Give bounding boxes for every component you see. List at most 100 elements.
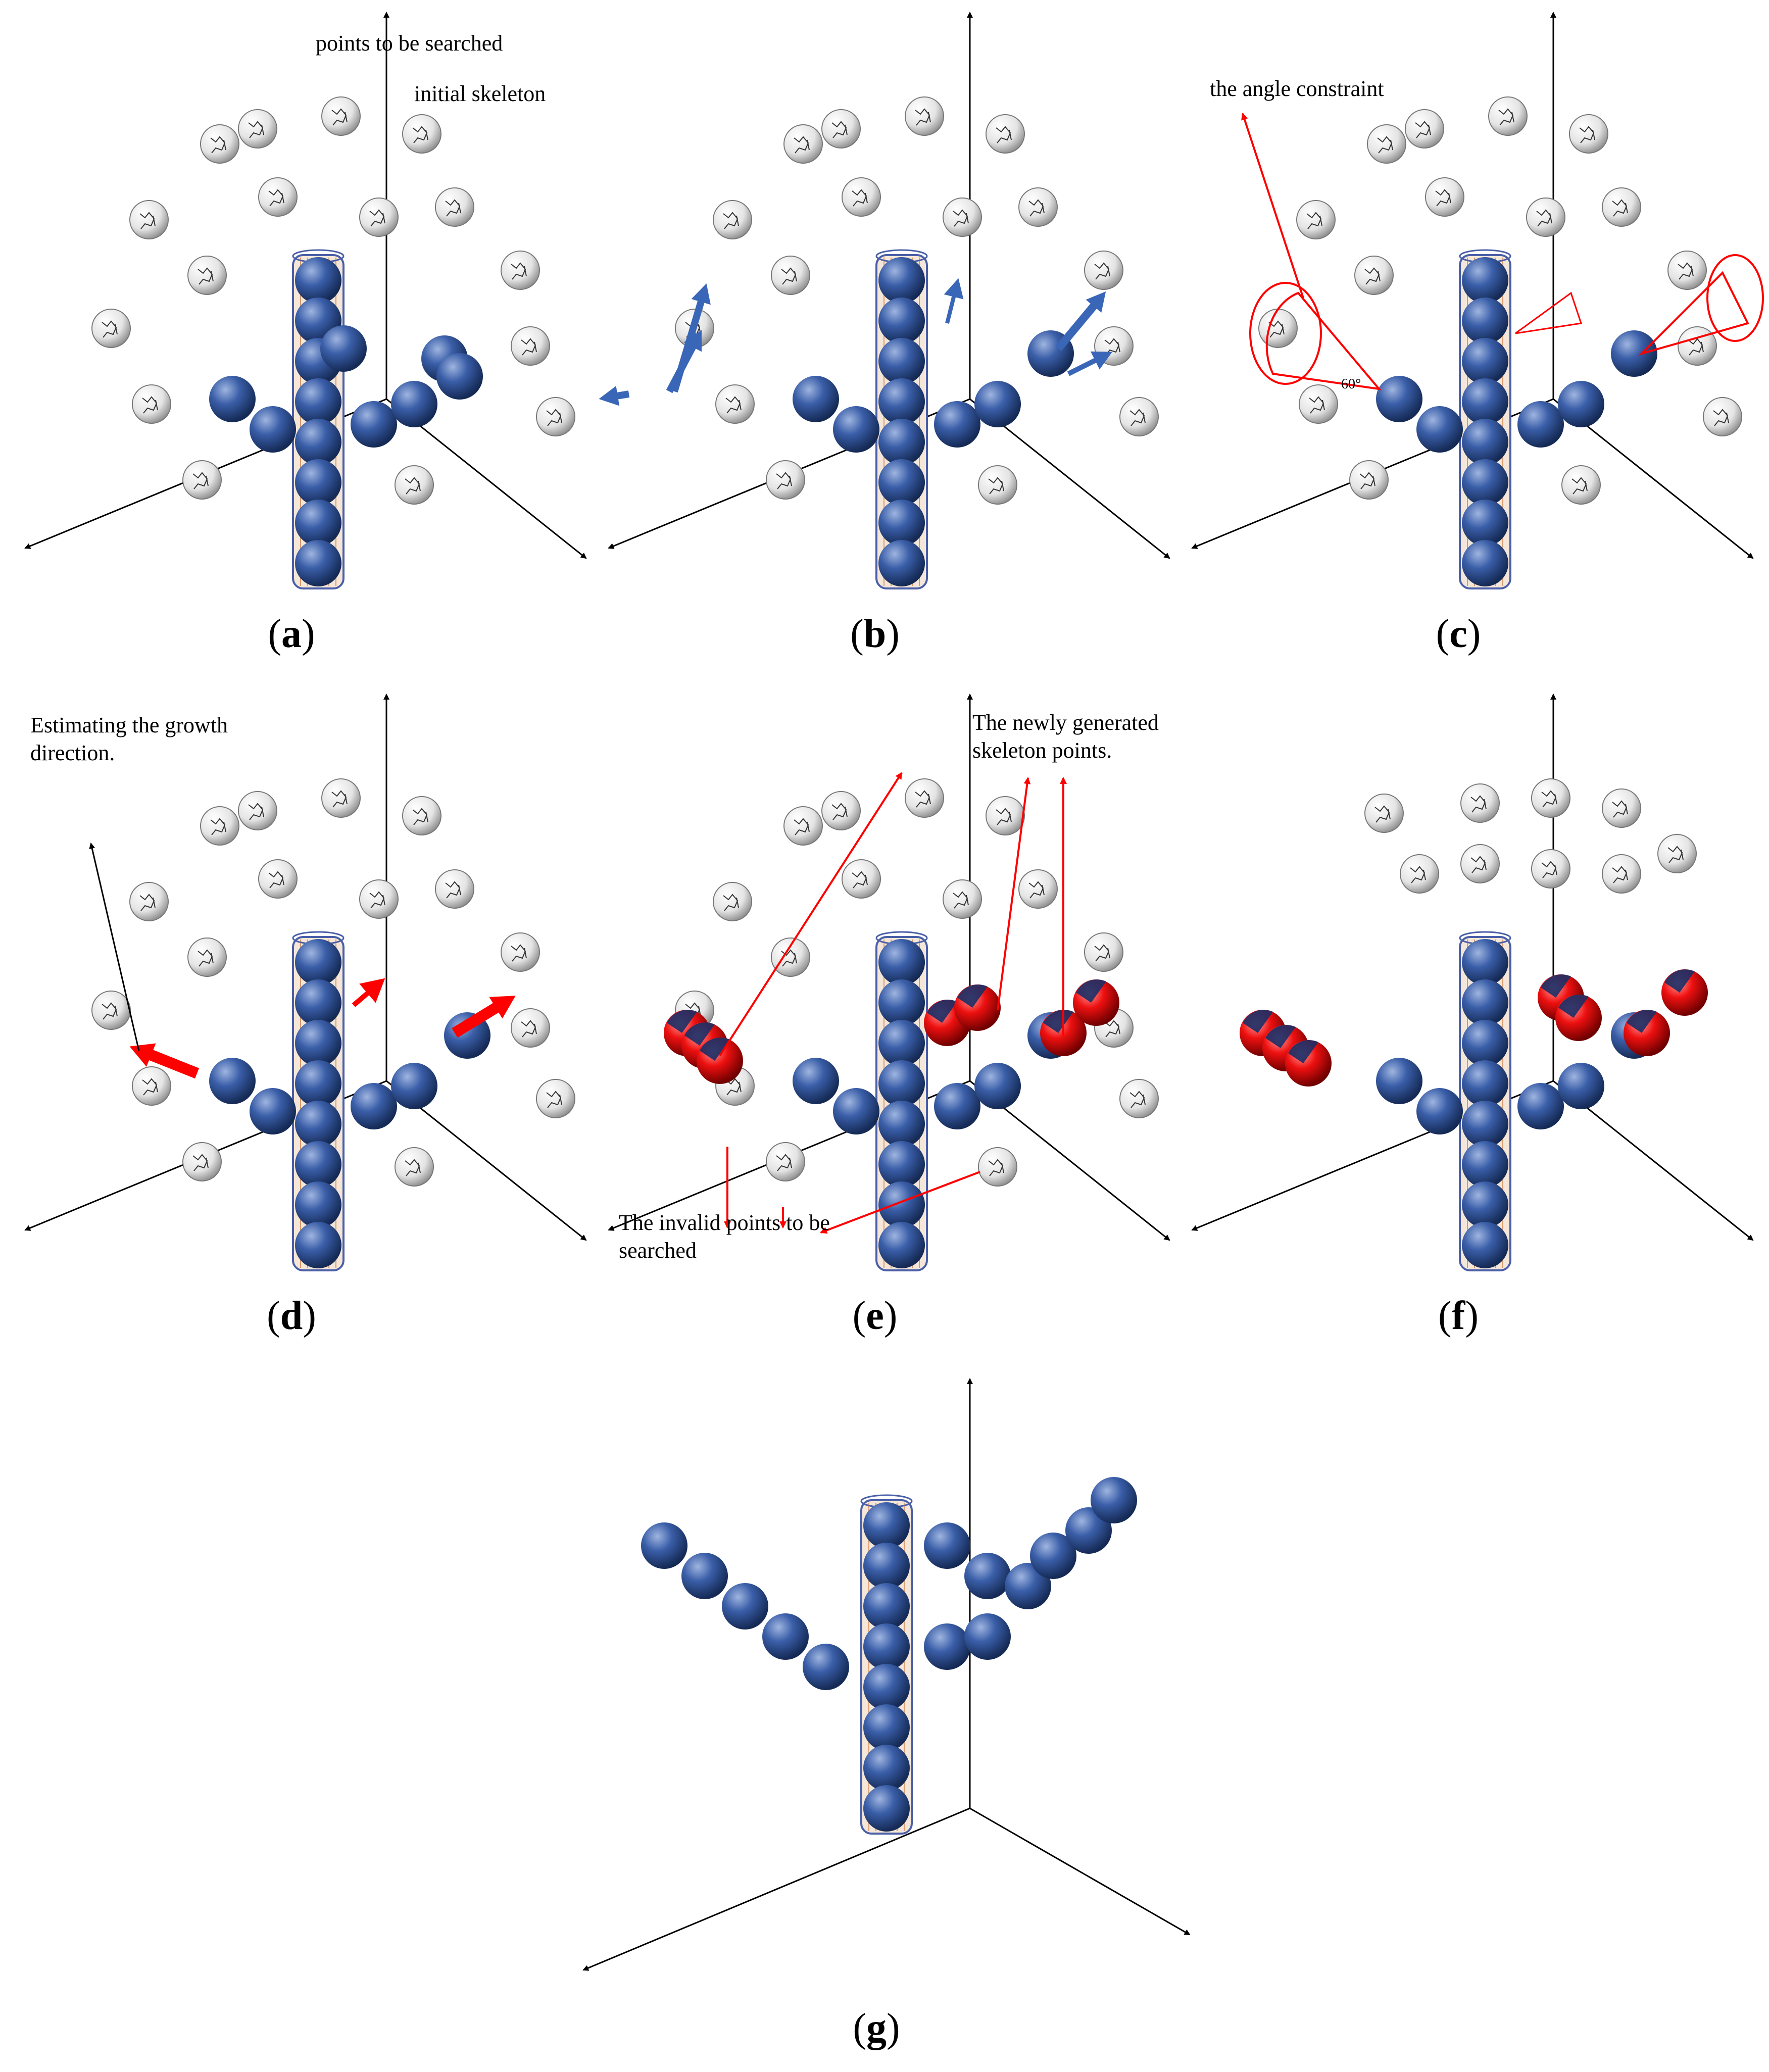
growth-direction-arrow — [352, 978, 385, 1007]
search-point-icon — [1349, 460, 1389, 500]
skeleton-point-icon — [295, 1060, 341, 1107]
annotation-skeleton-points: skeleton points. — [972, 738, 1112, 763]
skeleton-point-icon — [934, 1083, 980, 1129]
skeleton-point-icon — [878, 939, 925, 985]
skeleton-point-icon — [964, 1553, 1011, 1599]
growth-arrow — [944, 278, 964, 324]
search-point-icon — [1018, 869, 1058, 909]
search-point-icon — [238, 791, 277, 830]
skeleton-point-icon — [1462, 419, 1508, 465]
search-point-icon — [1258, 309, 1298, 348]
growth-arrow — [599, 385, 630, 406]
skeleton-point-icon — [250, 406, 296, 453]
search-point-icon — [359, 879, 399, 919]
panel-e — [608, 694, 1170, 1271]
skeleton-point-icon — [878, 1141, 925, 1188]
search-point-icon — [978, 465, 1017, 505]
search-point-icon — [132, 384, 171, 424]
search-point-icon — [821, 791, 861, 830]
angle-cone — [1515, 291, 1582, 334]
skeleton-point-icon — [1462, 378, 1508, 425]
annotation-searched: searched — [619, 1238, 697, 1263]
new-skeleton-point-icon — [1555, 995, 1602, 1041]
skeleton-point-icon — [1462, 1222, 1508, 1268]
search-point-icon — [1602, 788, 1641, 828]
new-skeleton-point-icon — [1285, 1040, 1332, 1087]
annotation-estimating-growth: Estimating the growth — [30, 713, 228, 737]
skeleton-point-icon — [934, 401, 980, 448]
search-point-icon — [842, 177, 881, 217]
search-point-icon — [1531, 849, 1570, 889]
search-point-icon — [182, 460, 222, 500]
skeleton-point-icon — [878, 378, 925, 425]
skeleton-point-icon — [295, 459, 341, 506]
skeleton-point-icon — [391, 1063, 437, 1109]
search-point-icon — [1561, 465, 1601, 505]
search-point-icon — [943, 198, 982, 237]
skeleton-point-icon — [295, 1181, 341, 1228]
skeleton-point-icon — [641, 1522, 687, 1569]
skeleton-point-icon — [863, 1664, 910, 1710]
skeleton-point-icon — [878, 298, 925, 344]
skeleton-point-icon — [209, 1058, 256, 1104]
growth-direction-arrow — [129, 1043, 200, 1079]
annotation-newly-generated: The newly generated — [972, 710, 1159, 735]
skeleton-point-icon — [295, 939, 341, 985]
skeleton-point-icon — [351, 1083, 397, 1129]
skeleton-point-icon — [209, 376, 256, 422]
skeleton-point-icon — [863, 1623, 910, 1670]
skeleton-point-icon — [863, 1583, 910, 1630]
skeleton-point-icon — [1517, 1083, 1564, 1129]
panel-b — [599, 12, 1170, 589]
growth-arrow — [1067, 351, 1112, 376]
skeleton-point-icon — [1462, 459, 1508, 506]
skeleton-point-icon — [1462, 257, 1508, 304]
skeleton-point-icon — [793, 1058, 839, 1104]
search-point-icon — [395, 1147, 434, 1187]
skeleton-point-icon — [1462, 1141, 1508, 1188]
skeleton-point-icon — [295, 1222, 341, 1268]
skeleton-point-icon — [1462, 1101, 1508, 1147]
search-point-icon — [766, 1142, 805, 1181]
angle-cone-base — [1706, 254, 1764, 342]
skeleton-point-icon — [878, 459, 925, 506]
skeleton-point-icon — [681, 1553, 728, 1599]
search-point-icon — [1354, 256, 1394, 295]
search-point-icon — [187, 938, 227, 977]
search-point-icon — [905, 96, 944, 136]
angle-cone-base — [1249, 282, 1322, 385]
search-point-icon — [1400, 854, 1439, 894]
skeleton-point-icon — [878, 419, 925, 465]
search-point-icon — [536, 397, 575, 436]
skeleton-point-icon — [295, 378, 341, 425]
x-axis — [582, 1807, 970, 1971]
skeleton-point-icon — [391, 381, 437, 427]
search-point-icon — [501, 932, 540, 972]
search-point-icon — [1703, 397, 1742, 436]
annotation-arrow — [1241, 113, 1304, 299]
skeleton-point-icon — [833, 406, 879, 453]
search-point-icon — [1084, 932, 1123, 972]
search-point-icon — [1602, 187, 1641, 227]
search-point-icon — [1602, 854, 1641, 894]
skeleton-point-icon — [295, 257, 341, 304]
search-point-icon — [200, 124, 239, 164]
search-point-icon — [402, 796, 441, 835]
search-point-icon — [771, 938, 810, 977]
search-point-icon — [1678, 326, 1717, 366]
search-point-icon — [783, 806, 823, 846]
search-point-icon — [511, 1008, 550, 1048]
panel-caption-f: (f) — [1438, 1294, 1479, 1338]
annotation-invalid-points: The invalid points to be — [619, 1210, 830, 1235]
search-point-icon — [129, 882, 169, 921]
growth-arrow — [671, 283, 711, 392]
search-point-icon — [91, 309, 131, 348]
search-point-icon — [1460, 844, 1500, 883]
panel-caption-c: (c) — [1436, 612, 1481, 656]
new-skeleton-point-icon — [1624, 1010, 1670, 1056]
skeleton-point-icon — [1462, 939, 1508, 985]
skeleton-point-icon — [863, 1543, 910, 1589]
skeleton-point-icon — [878, 500, 925, 546]
skeleton-point-icon — [1091, 1477, 1137, 1523]
